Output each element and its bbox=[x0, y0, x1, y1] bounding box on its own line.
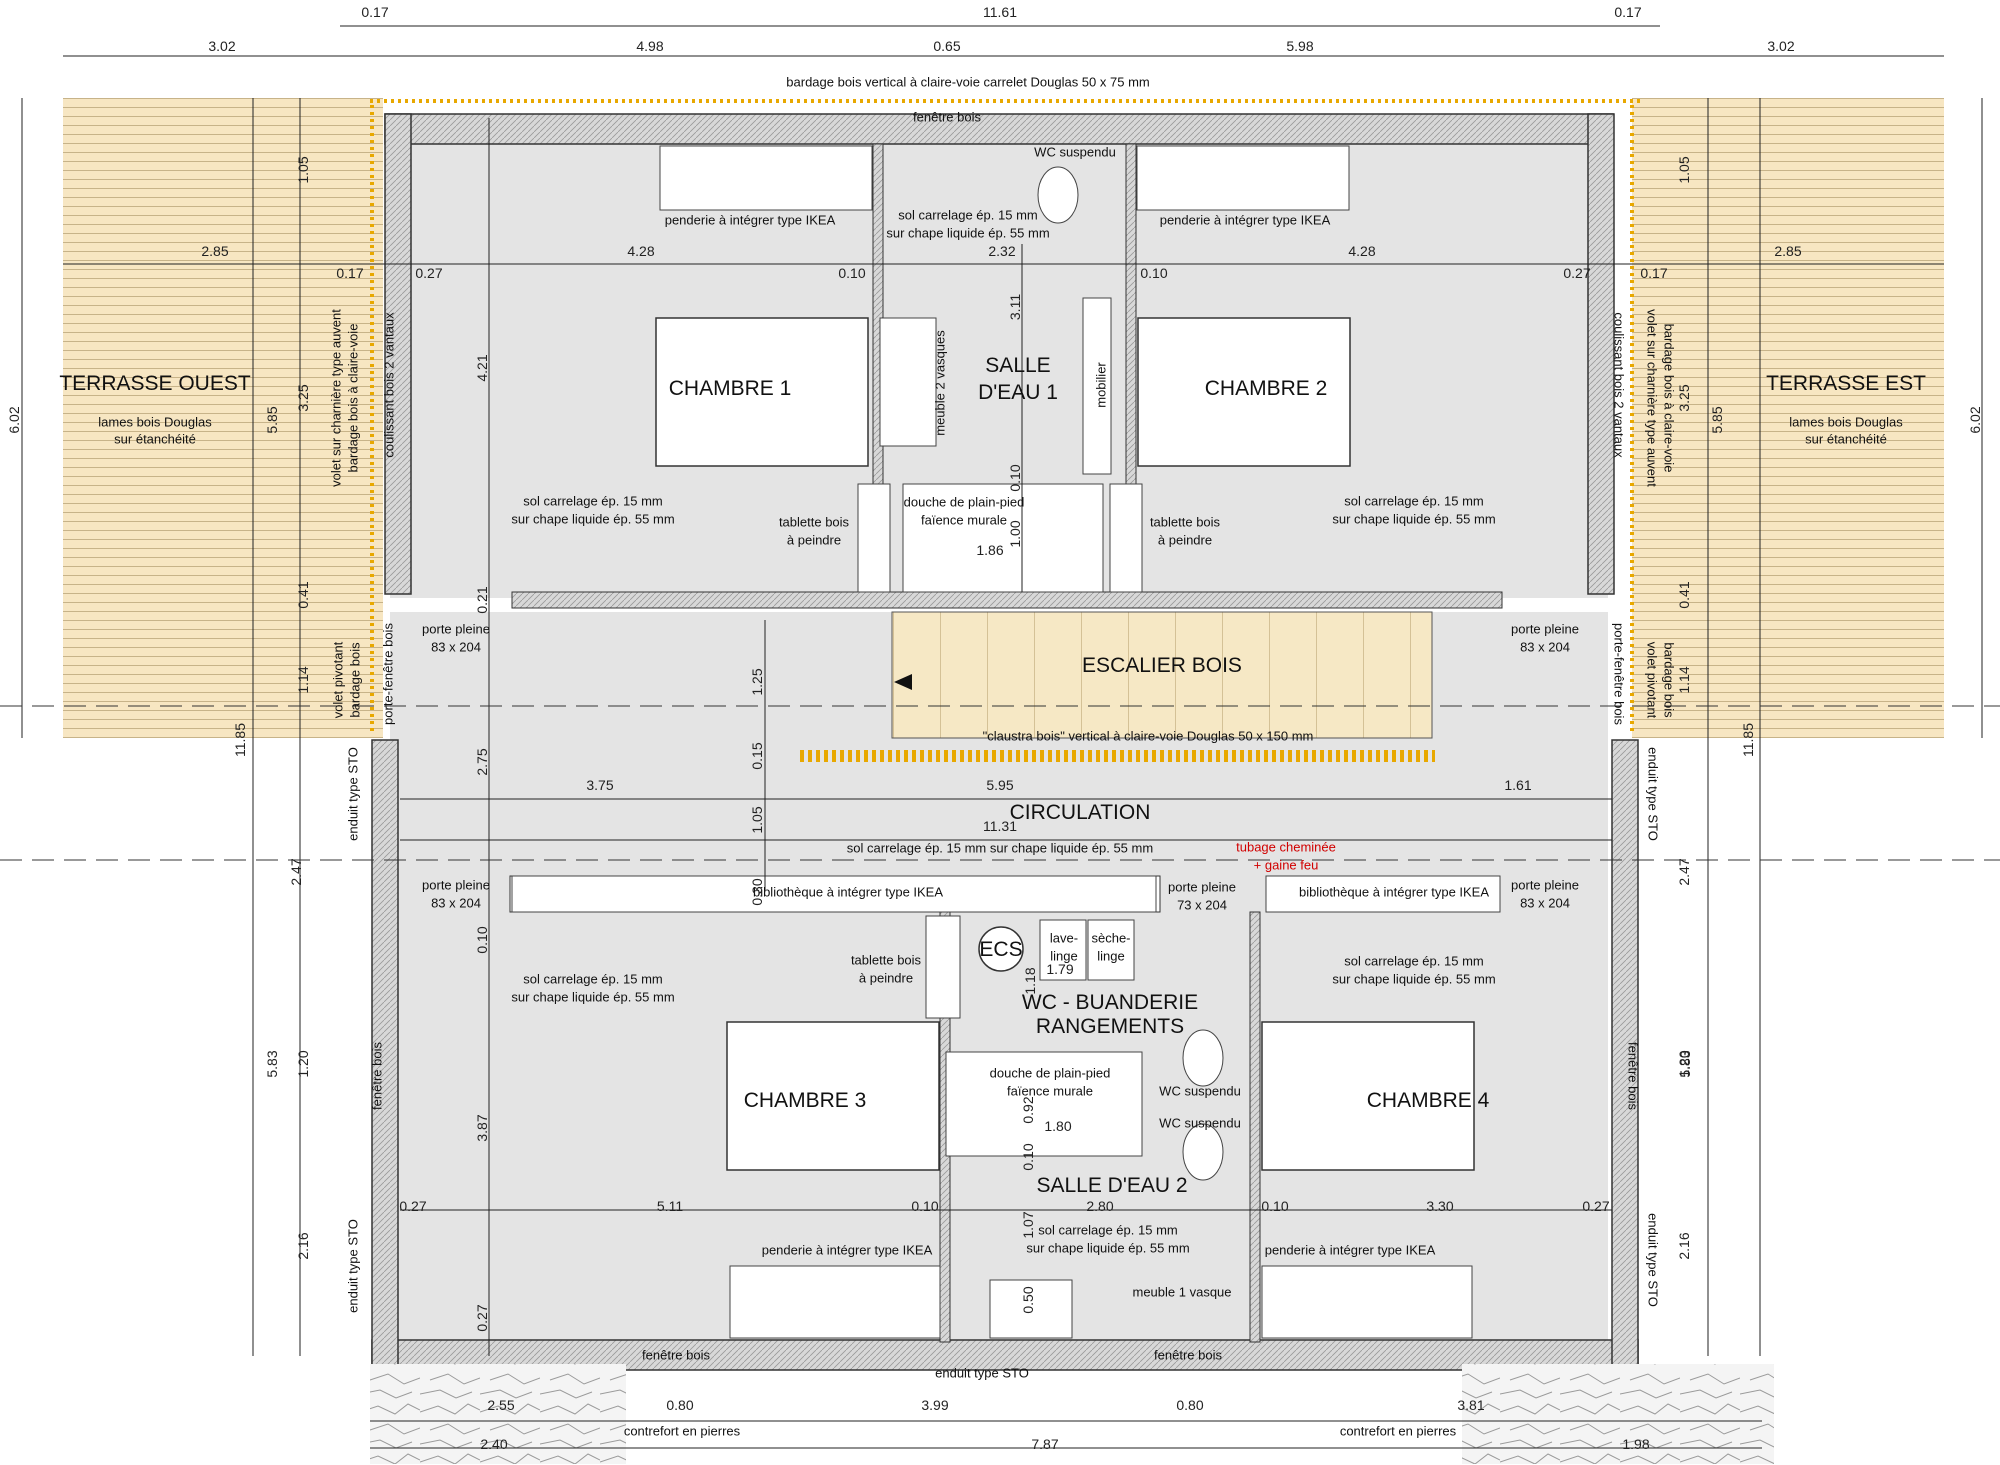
axis-lines bbox=[0, 705, 2000, 861]
outer-wall-east-lower bbox=[1611, 739, 1639, 1371]
mobilier-cabinet bbox=[1082, 297, 1112, 475]
shower-2 bbox=[945, 1051, 1143, 1157]
wardrobe-ch3 bbox=[729, 1265, 941, 1339]
outer-wall-west-upper bbox=[384, 113, 412, 595]
wall-bath2-east bbox=[1249, 911, 1261, 1343]
wardrobe-ch1 bbox=[659, 145, 873, 211]
terrace-east-deck bbox=[1632, 98, 1944, 738]
wardrobe-ch4 bbox=[1261, 1265, 1473, 1339]
shower-1 bbox=[902, 483, 1104, 593]
bookshelf-left bbox=[511, 875, 1157, 913]
double-vanity bbox=[879, 317, 937, 447]
terrace-west-deck bbox=[63, 98, 383, 738]
dryer bbox=[1087, 919, 1135, 981]
stone-buttress-right bbox=[1462, 1364, 1774, 1464]
wc-bath1 bbox=[1037, 166, 1079, 224]
outer-wall-east-upper bbox=[1587, 113, 1615, 595]
bed-ch2 bbox=[1137, 317, 1351, 467]
single-vanity bbox=[989, 1279, 1073, 1339]
dimension-lines bbox=[21, 25, 1983, 1449]
bed-ch4 bbox=[1261, 1021, 1475, 1171]
shelf-ch2 bbox=[1109, 483, 1143, 593]
outer-wall-north bbox=[384, 113, 1614, 145]
stair-arrow bbox=[894, 674, 912, 690]
shelf-ch1 bbox=[857, 483, 891, 593]
bookshelf-right bbox=[1265, 875, 1501, 913]
wardrobe-ch2 bbox=[1136, 145, 1350, 211]
wc-buanderie-2 bbox=[1182, 1123, 1224, 1181]
wall-upper-corridor bbox=[511, 591, 1503, 609]
bed-ch3 bbox=[726, 1021, 940, 1171]
staircase bbox=[891, 611, 1433, 739]
outer-wall-west-lower bbox=[371, 739, 399, 1371]
shelf-ch3 bbox=[925, 915, 961, 1019]
bed-ch1 bbox=[655, 317, 869, 467]
wc-buanderie-1 bbox=[1182, 1029, 1224, 1087]
water-heater bbox=[978, 926, 1024, 972]
washer bbox=[1039, 919, 1087, 981]
stone-buttress-left bbox=[370, 1364, 626, 1464]
